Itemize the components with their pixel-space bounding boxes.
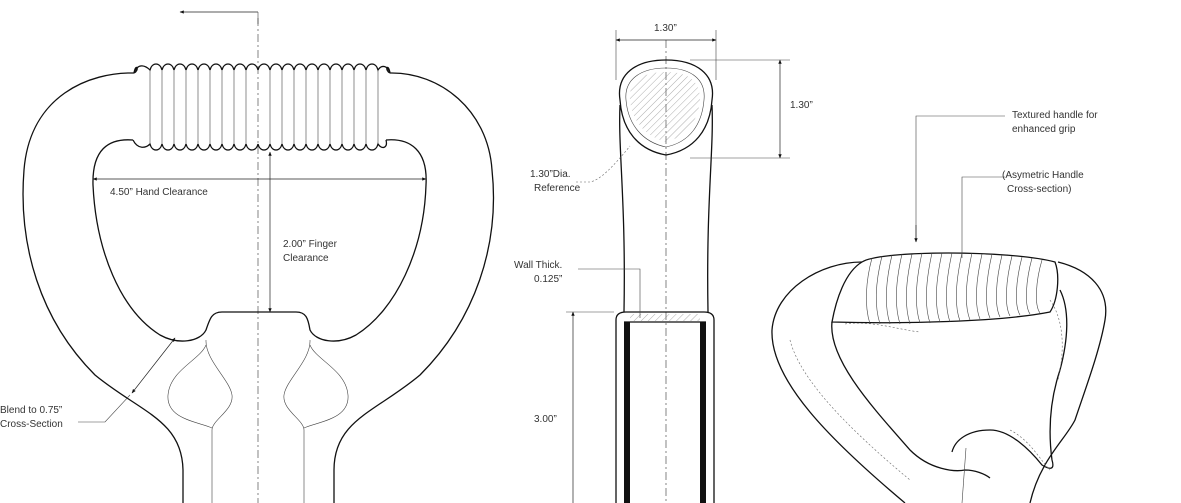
wall-label-2: 0.125”	[534, 274, 562, 285]
iso-grip-rings	[866, 252, 1043, 325]
iso-inner-dashed	[789, 299, 1063, 481]
side-height-label: 1.30”	[790, 100, 813, 111]
grip-rib-lines	[149, 70, 379, 144]
iso-outer-outline	[771, 261, 1107, 503]
side-grip-inner	[625, 67, 705, 148]
blend-leader	[78, 394, 131, 423]
wall-leader	[578, 268, 641, 318]
iso-view: Textured handle for enhanced grip (Asyme…	[771, 110, 1107, 503]
side-tube-outline	[615, 311, 715, 503]
textured-label-2: enhanced grip	[1012, 124, 1076, 135]
asym-leader	[961, 176, 1005, 258]
top-width-label: 1.30”	[654, 23, 677, 34]
hand-clearance-label: 4.50” Hand Clearance	[110, 187, 208, 198]
blend-arrow	[131, 337, 176, 394]
side-grip-hatch	[629, 72, 700, 142]
grip-ribs-bottom	[132, 139, 388, 151]
front-blend-lines	[167, 339, 349, 503]
side-grip-outline	[618, 59, 714, 156]
wall-label-1: Wall Thick.	[514, 260, 562, 271]
shaft-length-label: 3.00”	[534, 414, 557, 425]
textured-label-1: Textured handle for	[1012, 110, 1098, 121]
front-view: 4.50” Hand Clearance 2.00” Finger Cleara…	[0, 10, 495, 503]
iso-inner-outline	[831, 289, 1068, 479]
finger-clearance-label-2: Clearance	[283, 253, 329, 264]
blend-label-1: Blend to 0.75”	[0, 405, 62, 416]
asym-label-1: (Asymetric Handle	[1002, 170, 1084, 181]
iso-grip-outline	[831, 252, 1059, 324]
side-tube-cap-hatch	[630, 314, 700, 321]
front-inner-opening	[92, 139, 427, 342]
grip-ribs-top	[133, 63, 391, 74]
finger-clearance-label-1: 2.00” Finger	[283, 239, 338, 250]
side-view: 1.30” 1.30” 1.30”Dia. Reference Wall Thi…	[514, 23, 813, 503]
front-outer-outline	[22, 72, 495, 503]
textured-leader	[915, 115, 1005, 240]
side-neck-outline	[619, 104, 713, 313]
side-tube-wall-right	[700, 322, 706, 503]
dia-ref-label-2: Reference	[534, 183, 581, 194]
dia-ref-leader	[576, 145, 631, 183]
asym-label-2: Cross-section)	[1007, 184, 1071, 195]
dia-ref-label-1: 1.30”Dia.	[530, 169, 571, 180]
blend-label-2: Cross-Section	[0, 419, 63, 430]
side-tube-wall-left	[624, 322, 630, 503]
